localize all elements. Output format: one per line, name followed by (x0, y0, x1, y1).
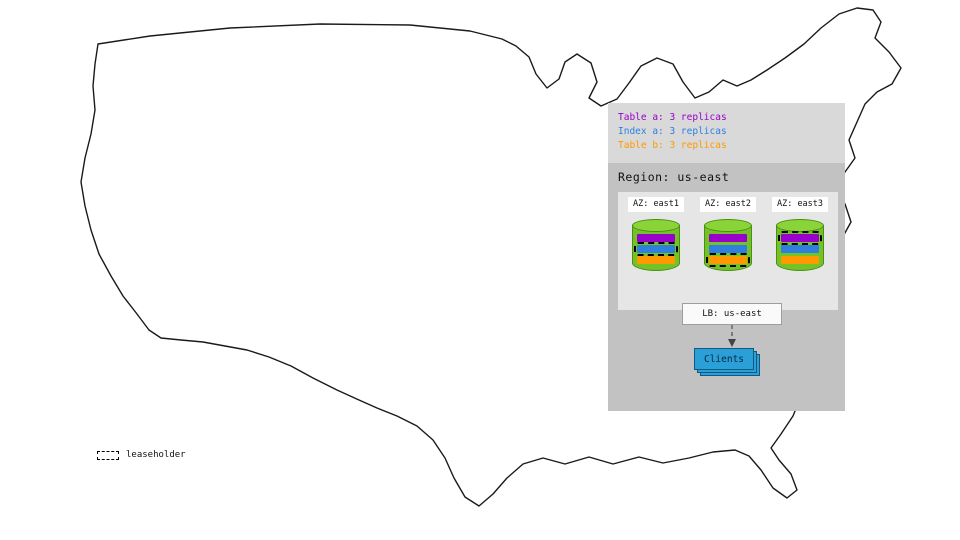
leaseholder-dashed-swatch-icon (97, 450, 119, 460)
replica-bar-index-a (781, 245, 819, 253)
cylinder-top (776, 219, 824, 232)
az-label: AZ: east1 (627, 197, 685, 212)
legend-table-a: Table a: 3 replicas (618, 112, 727, 123)
legend-table-b: Table b: 3 replicas (618, 140, 727, 151)
leaseholder-key-label: leaseholder (126, 450, 186, 460)
az-container: AZ: east1 AZ: east2 (618, 192, 838, 310)
replica-bar-table-a (709, 234, 747, 242)
replica-bars (634, 234, 678, 264)
legend-index-a: Index a: 3 replicas (618, 126, 727, 137)
az-box-east2: AZ: east2 (694, 196, 762, 306)
clients-box: Clients (694, 348, 754, 370)
database-cylinder (632, 219, 680, 275)
replica-legend: Table a: 3 replicas Index a: 3 replicas … (608, 103, 845, 163)
region-overlay-panel: Table a: 3 replicas Index a: 3 replicas … (608, 103, 845, 411)
az-box-east1: AZ: east1 (622, 196, 690, 306)
az-label: AZ: east2 (699, 197, 757, 212)
replica-bar-table-b (781, 256, 819, 264)
cylinder-top (704, 219, 752, 232)
leaseholder-key: leaseholder (97, 450, 186, 460)
replica-bar-table-a (637, 234, 675, 242)
replica-bars (778, 231, 822, 264)
replica-bar-table-b (637, 256, 675, 264)
cylinder-top (632, 219, 680, 232)
load-balancer-box: LB: us-east (682, 303, 782, 325)
region-label: Region: us-east (618, 170, 730, 184)
replica-bar-index-a (634, 242, 678, 256)
replica-bars (706, 234, 750, 267)
database-cylinder (776, 219, 824, 275)
az-box-east3: AZ: east3 (766, 196, 834, 306)
arrowhead-icon (728, 339, 736, 347)
replica-bar-index-a (709, 245, 747, 253)
clients-stack: Clients (694, 348, 760, 376)
database-cylinder (704, 219, 752, 275)
az-label: AZ: east3 (771, 197, 829, 212)
replica-bar-table-a (778, 231, 822, 245)
region-box: Region: us-east AZ: east1 (608, 163, 845, 411)
replica-bar-table-b (706, 253, 750, 267)
